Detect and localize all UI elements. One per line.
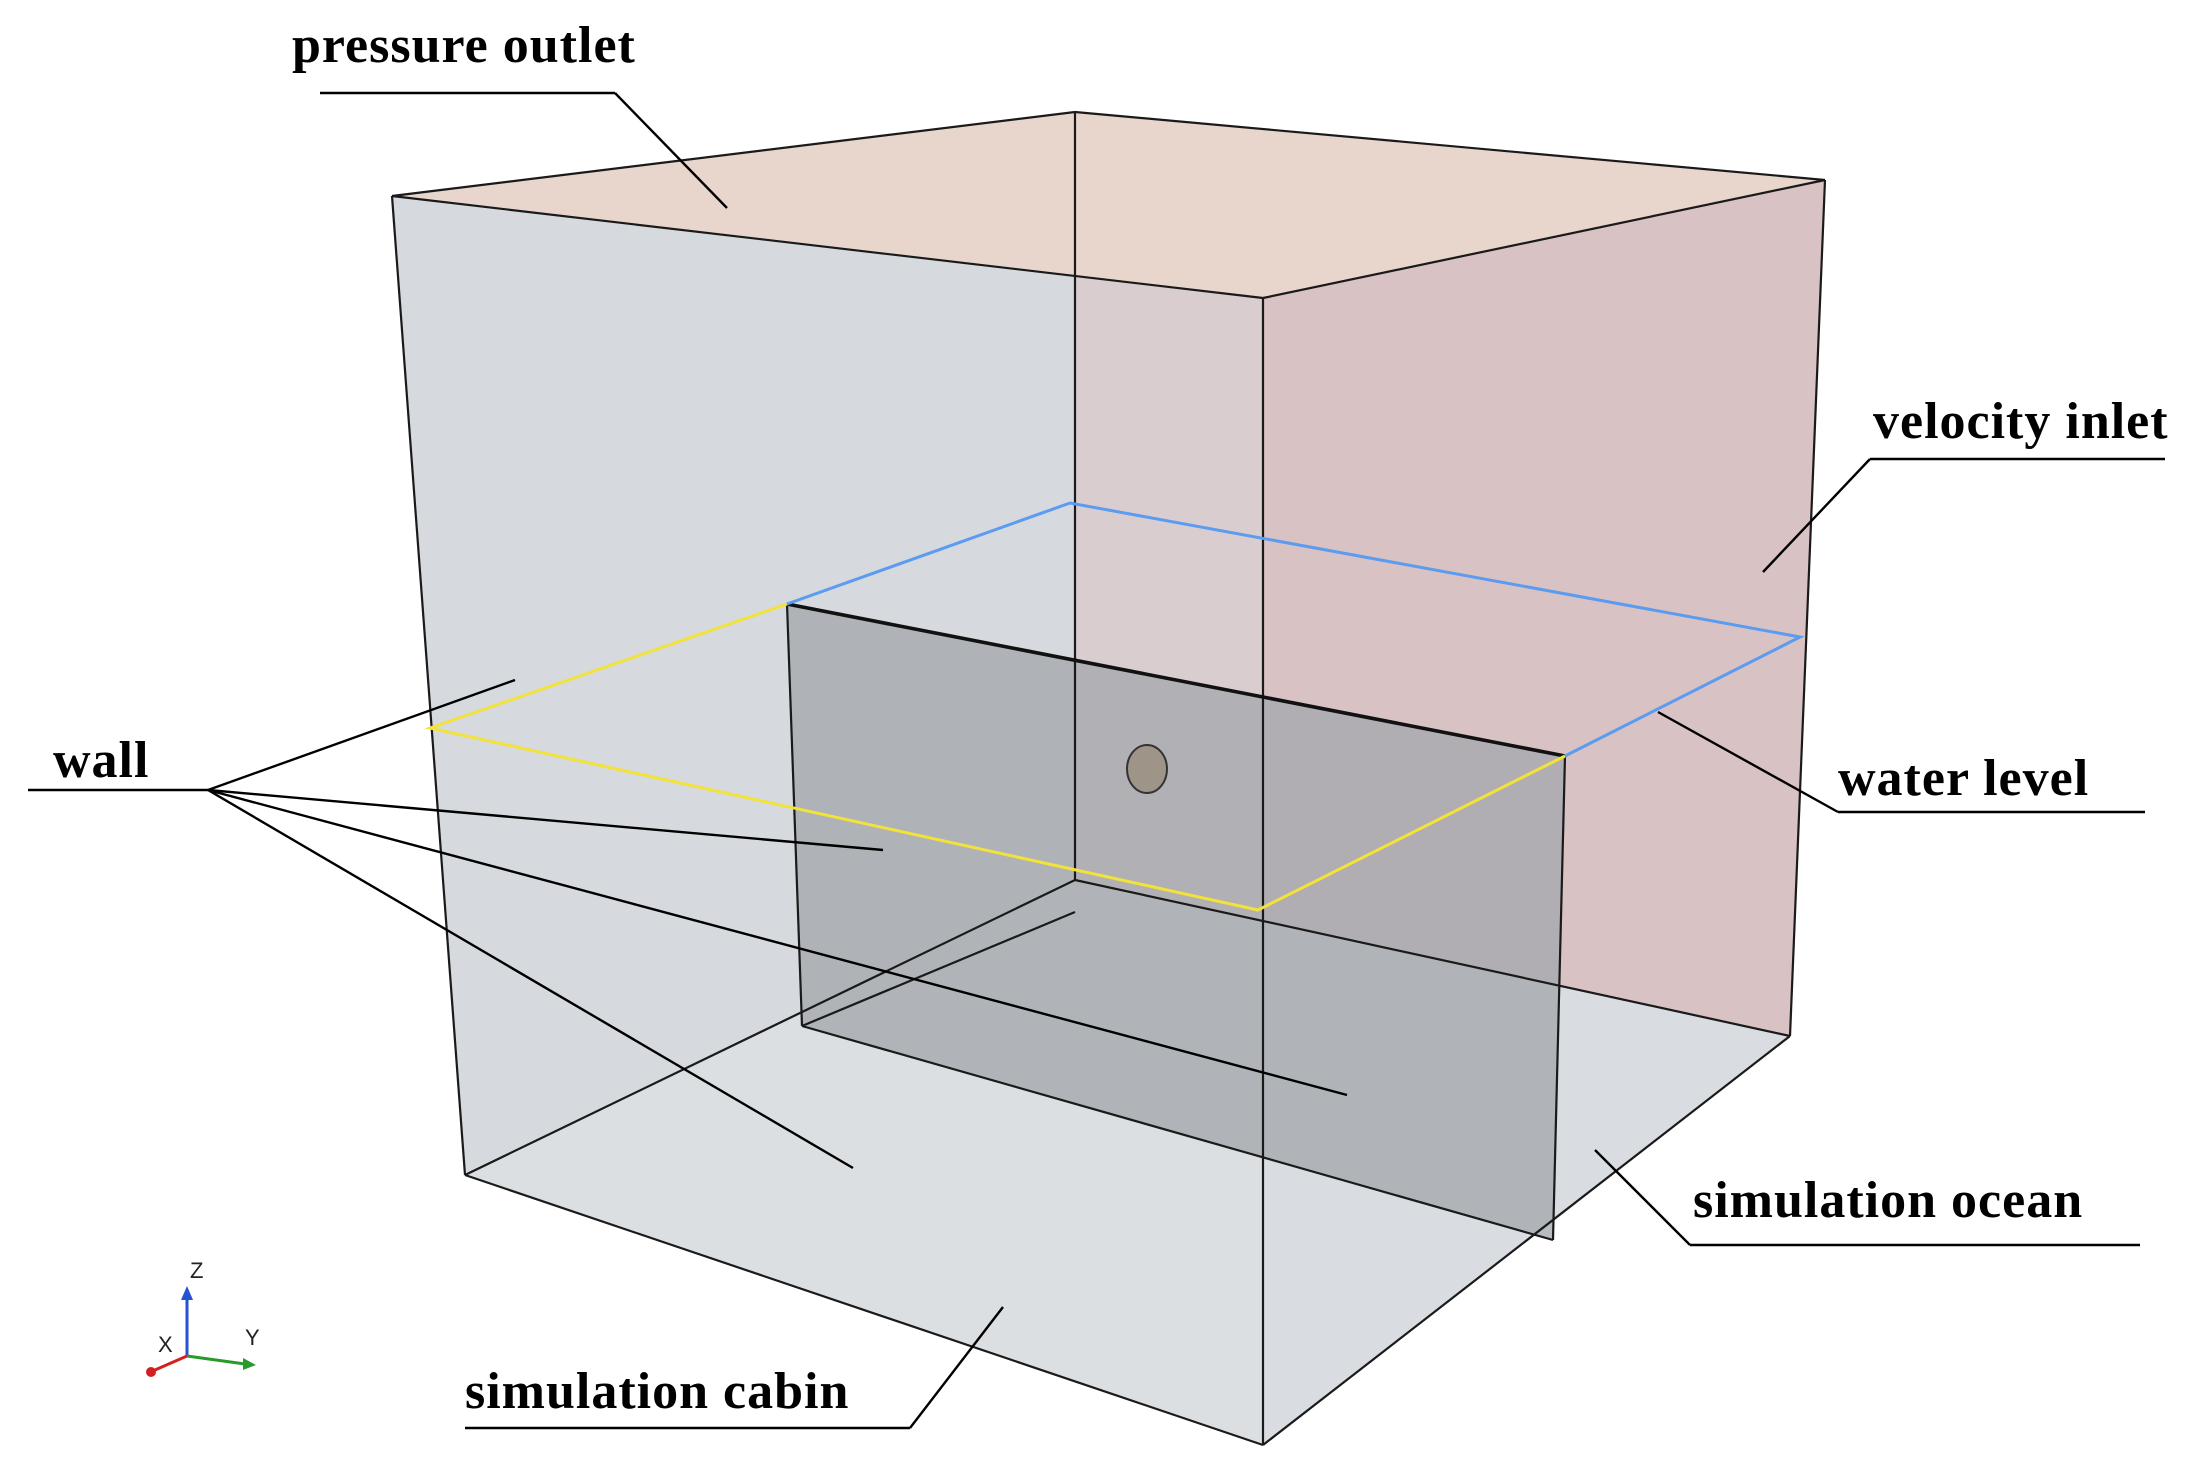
divider-wall-edges: [785, 602, 1567, 1242]
axis-y: [186, 1354, 246, 1366]
divider-wall: [787, 604, 1565, 1240]
label-simulation-ocean: simulation ocean: [1693, 1172, 2083, 1229]
pressure-outlet-face: [392, 112, 1825, 298]
box-edges: [390, 110, 1827, 1447]
label-pressure-outlet: pressure outlet: [292, 17, 636, 74]
leader-simulation-cabin: [465, 1306, 1004, 1430]
leader-pressure-outlet: [320, 91, 728, 209]
leader-wall: [28, 678, 1348, 1170]
axis-z-label: Z: [190, 1258, 203, 1283]
leader-velocity-inlet: [1762, 457, 2165, 573]
axis-triad: Z Y X: [146, 1258, 260, 1377]
axis-z-arrow: [181, 1286, 193, 1300]
axis-x: [154, 1354, 188, 1372]
label-wall: wall: [53, 732, 149, 789]
label-water-level: water level: [1838, 750, 2089, 807]
label-simulation-cabin: simulation cabin: [465, 1363, 849, 1420]
water-level-ocean: [786, 501, 1805, 758]
axis-y-arrow: [243, 1358, 256, 1370]
axis-x-arrow: [146, 1367, 156, 1377]
porthole: [1126, 744, 1168, 794]
label-velocity-inlet: velocity inlet: [1873, 393, 2169, 450]
leader-water-level: [1657, 710, 2145, 814]
leader-simulation-ocean: [1594, 1149, 2140, 1247]
water-level-cabin: [424, 602, 1566, 912]
axis-y-label: Y: [245, 1325, 260, 1350]
axis-x-label: X: [158, 1332, 173, 1357]
